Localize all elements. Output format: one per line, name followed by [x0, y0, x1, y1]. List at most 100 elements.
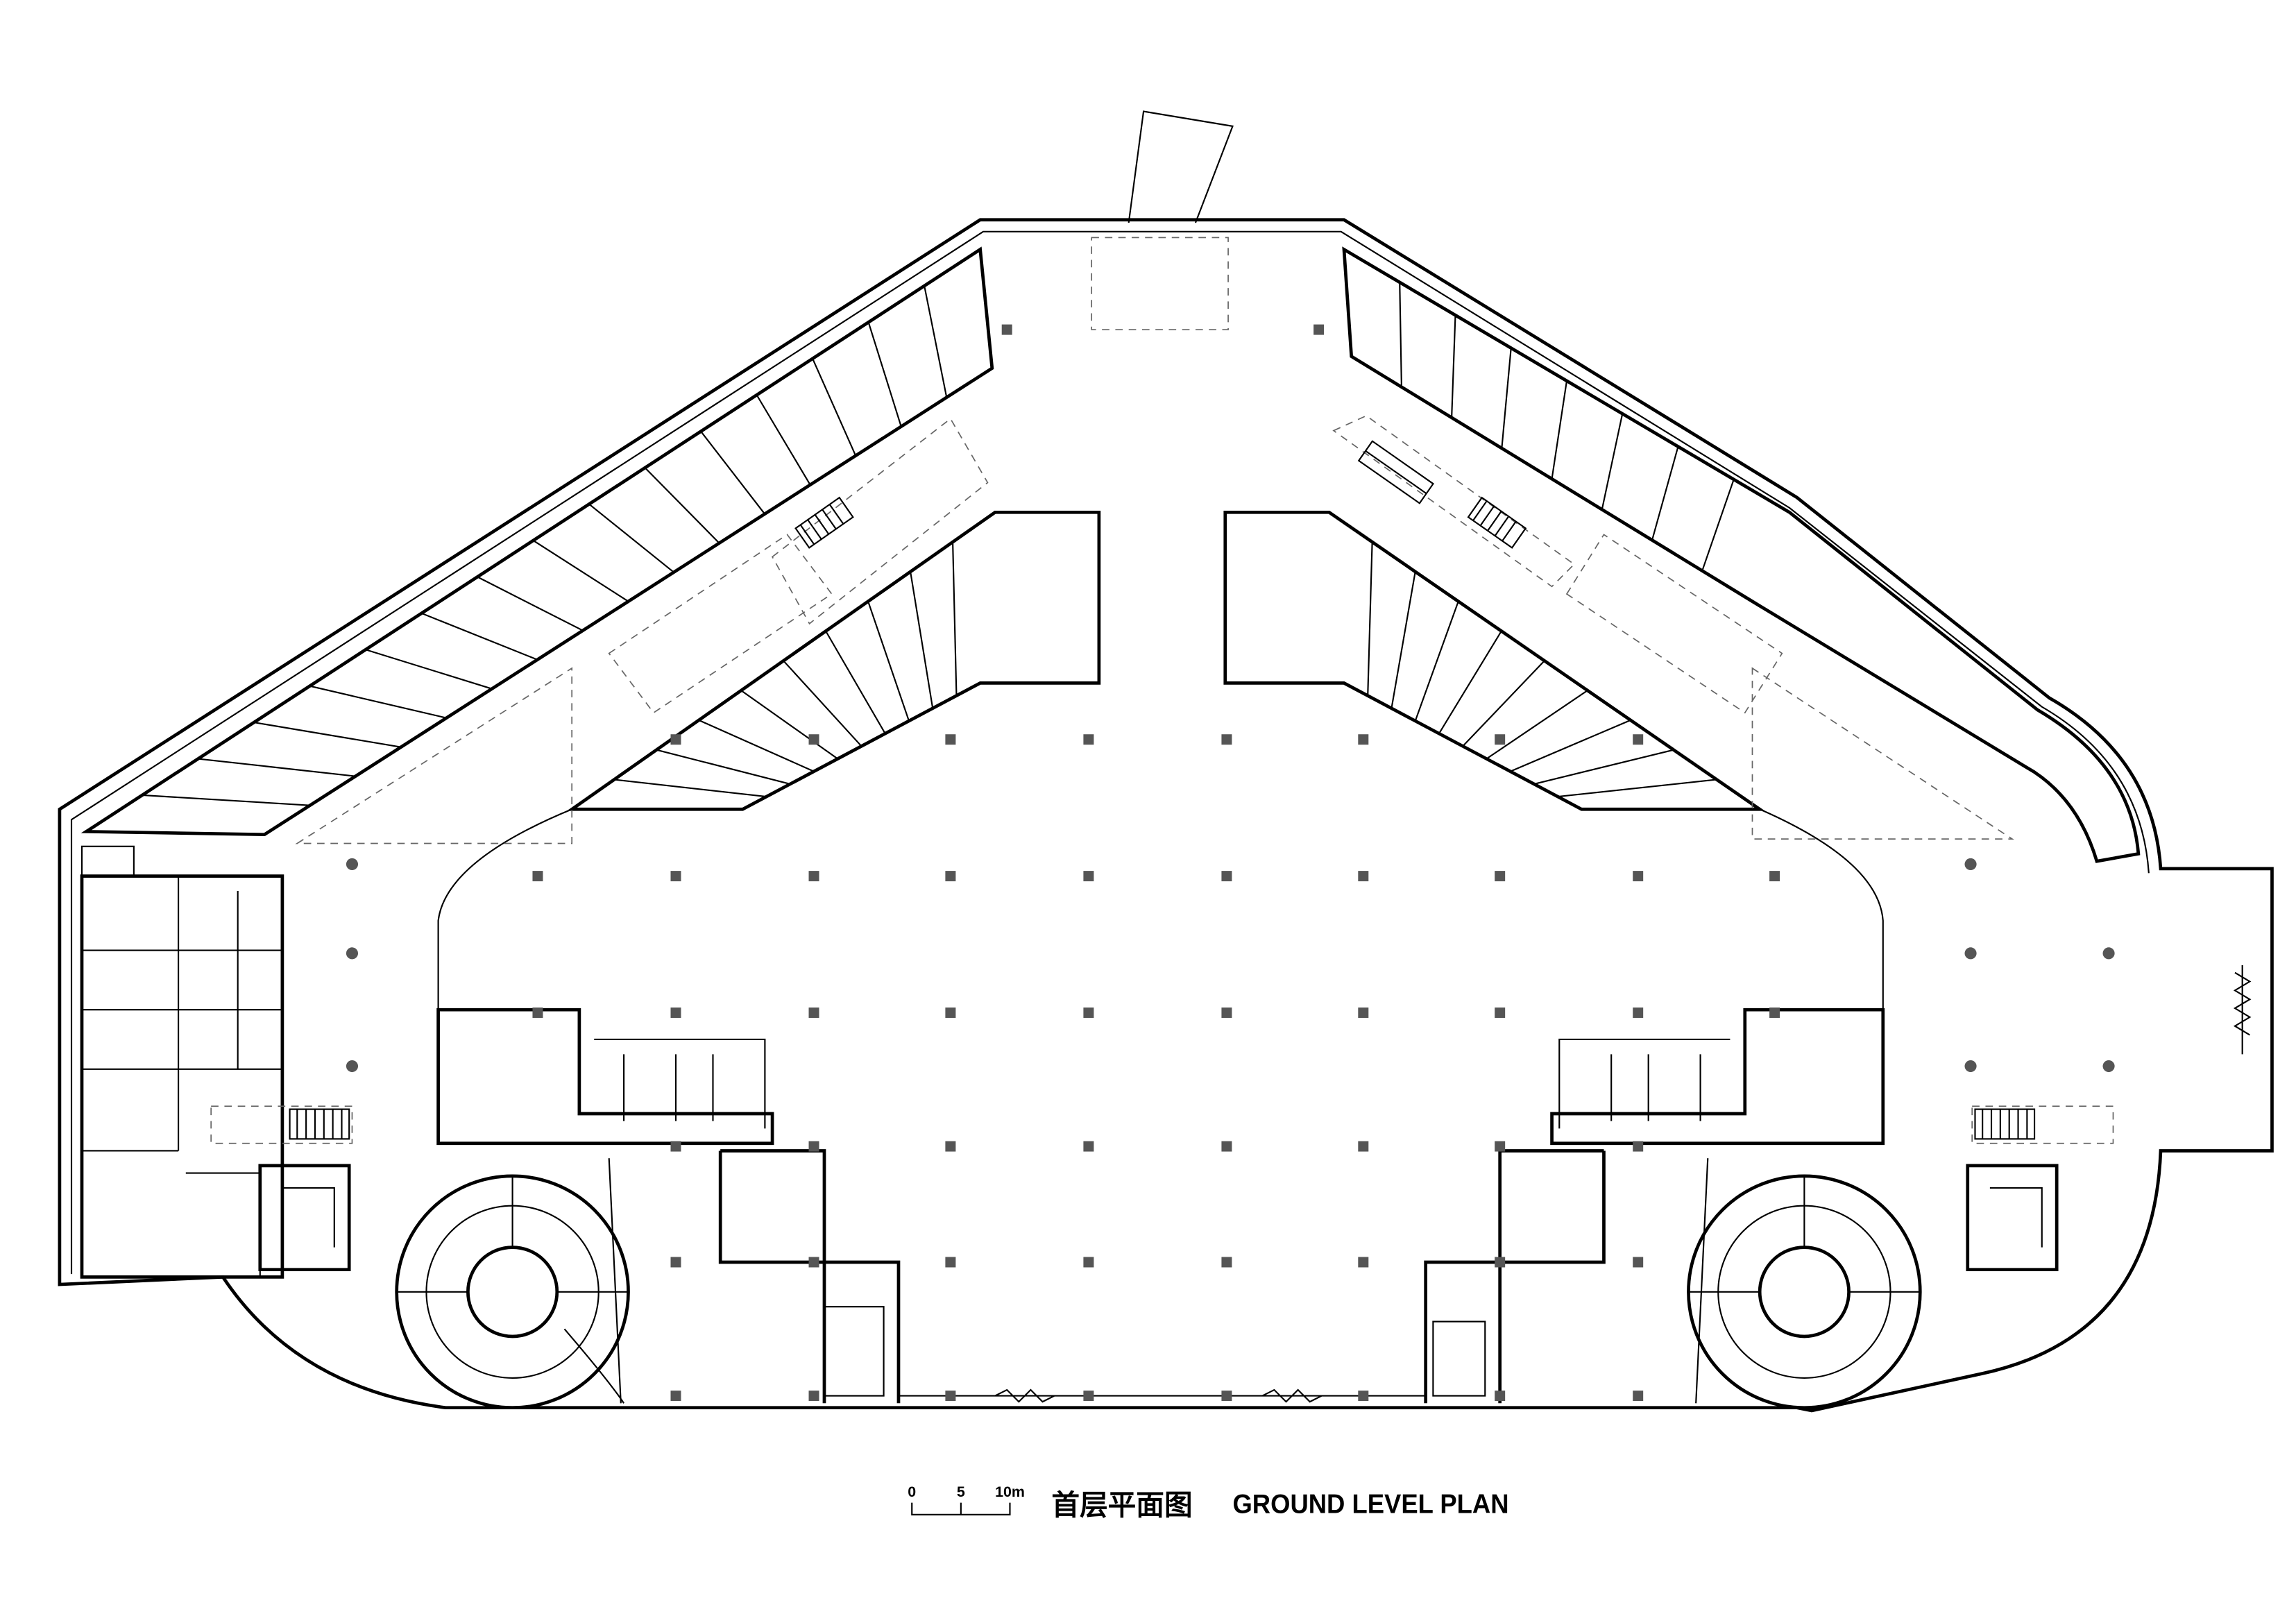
- column: [945, 1007, 956, 1018]
- column: [1221, 1007, 1232, 1018]
- column: [945, 871, 956, 882]
- core-bottom-left: [185, 1008, 901, 1404]
- shop-partition: [644, 467, 720, 544]
- shop-partition: [1533, 749, 1674, 785]
- scale-label-0: 0: [908, 1484, 916, 1500]
- column: [1358, 734, 1369, 745]
- column: [1221, 871, 1232, 882]
- atrium-outline: [437, 808, 1884, 1010]
- round-column: [1964, 1060, 1977, 1073]
- round-columns: [346, 858, 2115, 1073]
- column: [670, 734, 681, 745]
- shop-partition: [812, 358, 857, 457]
- column: [1358, 1007, 1369, 1018]
- shop-partition: [588, 503, 674, 573]
- shop-partition: [365, 649, 493, 690]
- shop-partition: [198, 758, 356, 777]
- column: [1221, 1141, 1232, 1152]
- shop-partition: [1414, 601, 1459, 722]
- column: [1495, 1257, 1506, 1268]
- round-column: [1964, 858, 1977, 871]
- escalator-icon: [289, 1108, 350, 1140]
- column: [1221, 1391, 1232, 1402]
- column: [1221, 1257, 1232, 1268]
- shop-partition: [1451, 315, 1456, 418]
- column: [532, 1007, 543, 1018]
- column: [1495, 734, 1506, 745]
- column: [1001, 324, 1012, 335]
- shop-partition: [1486, 690, 1588, 760]
- title-chinese: 首层平面图: [1051, 1489, 1192, 1521]
- shop-band-upper-left: [80, 246, 994, 837]
- shop-partition: [1510, 719, 1631, 772]
- escalators: [289, 440, 2036, 1140]
- column: [1083, 1141, 1094, 1152]
- column: [1495, 871, 1506, 882]
- shop-partition: [1438, 630, 1502, 734]
- column: [1495, 1391, 1506, 1402]
- column: [1633, 1257, 1644, 1268]
- column: [1358, 871, 1369, 882]
- dashed-voids: [210, 237, 2114, 1144]
- column: [808, 1007, 819, 1018]
- shop-band-upper-right: [1342, 246, 2141, 863]
- shop-partition: [656, 749, 791, 785]
- shop-partition: [1701, 479, 1735, 571]
- shop-partition: [1558, 779, 1717, 798]
- shop-partition: [309, 685, 447, 719]
- shop-partition: [614, 779, 767, 798]
- column: [1358, 1141, 1369, 1152]
- column: [670, 1391, 681, 1402]
- shop-partition: [910, 571, 934, 708]
- column: [1769, 1007, 1780, 1018]
- scale-label-5: 5: [957, 1484, 965, 1500]
- shop-partition: [783, 660, 862, 747]
- column: [670, 1257, 681, 1268]
- column: [1495, 1141, 1506, 1152]
- column: [1083, 734, 1094, 745]
- shop-partition: [952, 542, 958, 696]
- column: [1495, 1007, 1506, 1018]
- shop-partition: [1601, 414, 1624, 510]
- column: [808, 1141, 819, 1152]
- facade-right-entry: [2233, 965, 2252, 1055]
- escalator-icon: [1357, 440, 1435, 504]
- scale-label-10m: 10m: [995, 1484, 1025, 1500]
- spiral-ramp-right: [1687, 1158, 1922, 1410]
- column: [945, 1257, 956, 1268]
- column: [670, 871, 681, 882]
- shop-partition: [1462, 660, 1545, 747]
- rooms-left: [80, 845, 284, 1279]
- spiral-ramp-left: [395, 1158, 630, 1410]
- column: [945, 1391, 956, 1402]
- column: [1083, 1391, 1094, 1402]
- column: [1221, 734, 1232, 745]
- shop-partition: [1399, 282, 1402, 387]
- wing-center-left: [566, 510, 1101, 811]
- shop-partition: [1651, 446, 1679, 541]
- escalator-icon: [794, 496, 854, 549]
- round-column: [346, 1060, 359, 1073]
- column: [808, 1257, 819, 1268]
- column: [1358, 1257, 1369, 1268]
- wing-center-right: [1223, 510, 1765, 811]
- shop-partition: [253, 722, 401, 748]
- shop-partition: [740, 690, 838, 760]
- shop-partition: [924, 285, 948, 398]
- column: [1313, 324, 1325, 335]
- column: [1633, 1391, 1644, 1402]
- shop-partition: [700, 431, 765, 515]
- round-column: [2102, 1060, 2115, 1073]
- column: [1083, 1257, 1094, 1268]
- shop-partition: [532, 540, 629, 602]
- column: [945, 734, 956, 745]
- column: [532, 871, 543, 882]
- round-column: [346, 858, 359, 871]
- shop-partition: [1391, 571, 1416, 708]
- column: [670, 1007, 681, 1018]
- shop-partition: [1501, 348, 1512, 449]
- column: [1633, 1141, 1644, 1152]
- column: [1633, 1007, 1644, 1018]
- column: [1633, 734, 1644, 745]
